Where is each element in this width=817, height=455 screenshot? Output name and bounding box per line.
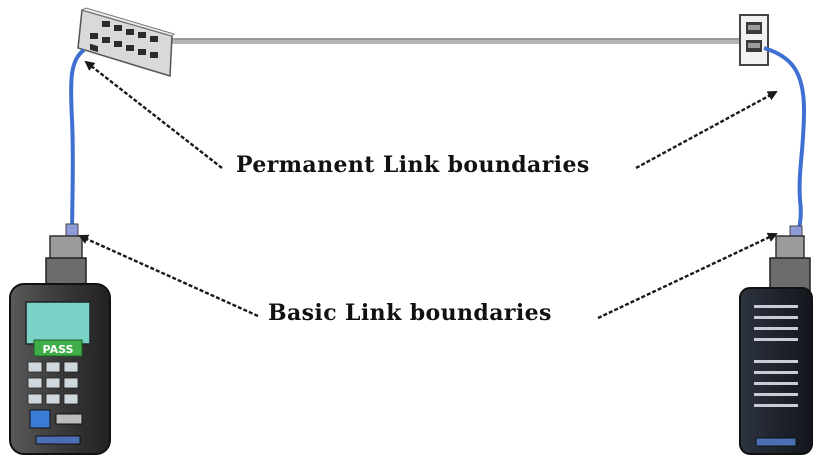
permanent-arrow-right xyxy=(635,90,778,170)
patch-panel-icon xyxy=(77,7,175,77)
basic-link-label: Basic Link boundaries xyxy=(268,300,552,326)
permanent-link-arrows xyxy=(84,60,778,170)
permanent-arrow-left xyxy=(84,60,223,169)
horizontal-cable xyxy=(160,38,752,44)
wall-outlet-icon xyxy=(739,14,769,66)
right-patch-cord xyxy=(763,46,807,239)
basic-link-arrows xyxy=(78,232,778,320)
basic-arrow-left xyxy=(78,234,259,318)
basic-arrow-right xyxy=(597,232,778,320)
main-tester-icon: PASS xyxy=(9,235,111,455)
permanent-link-label: Permanent Link boundaries xyxy=(236,152,590,178)
left-patch-cord xyxy=(69,48,86,241)
remote-tester-icon xyxy=(739,235,813,455)
tester-pass-text: PASS xyxy=(43,343,74,356)
